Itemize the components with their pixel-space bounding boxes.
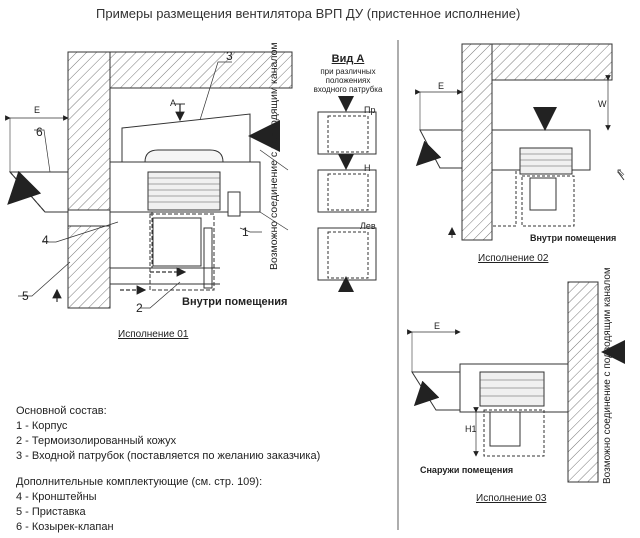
composition-item: 1 - Корпус <box>16 420 68 432</box>
outside-label-03: Снаружи помещения <box>420 465 514 475</box>
cursor-icon: ⇖ <box>616 167 626 179</box>
wall-hatch <box>567 281 599 483</box>
view-a-label-lev: Лев <box>360 221 376 231</box>
view-a-position-pr <box>317 96 377 155</box>
composition-heading: Основной состав: <box>16 405 107 417</box>
dimension-e-01: E <box>34 105 41 115</box>
composition-item: 3 - Входной патрубок (поставляется по же… <box>16 450 321 462</box>
wall-hatch <box>67 51 111 309</box>
inside-label-01: Внутри помещения <box>182 296 288 308</box>
extras-heading: Дополнительные комплектующие (см. стр. 1… <box>16 476 263 488</box>
ceiling-hatch <box>491 43 613 81</box>
section-a-marker: A <box>170 98 177 108</box>
extras-item: 6 - Козырек-клапан <box>16 521 114 533</box>
variant-03-drawing <box>407 281 625 483</box>
view-a-label-pr: Пр <box>364 105 376 115</box>
extras-item: 4 - Кронштейны <box>16 491 97 503</box>
dimension-e-02: E <box>438 81 445 91</box>
callout-4: 4 <box>42 233 49 247</box>
extras-item: 5 - Приставка <box>16 506 86 518</box>
duct-note-03: Возможно соединение с подводящим каналом <box>602 267 613 484</box>
view-a-caption: Вид А при различных положениях входного … <box>311 53 385 94</box>
variant-02-drawing <box>415 43 625 241</box>
variant-02-caption: Исполнение 02 <box>478 253 549 264</box>
wall-hatch <box>461 43 493 241</box>
view-a-subtitle: при различных положениях входного патруб… <box>313 66 383 95</box>
view-a-position-n <box>317 154 377 213</box>
view-a-heading: Вид А <box>331 53 365 65</box>
dimension-w: W <box>598 99 607 109</box>
page-title: Примеры размещения вентилятора ВРП ДУ (п… <box>96 6 521 21</box>
inside-label-02: Внутри помещения <box>530 233 617 243</box>
callout-5: 5 <box>22 289 29 303</box>
dimension-h1: H1 <box>465 424 477 434</box>
duct-note-01: Возможно соединение с подводящим каналом <box>268 42 280 270</box>
view-a-position-lev <box>317 227 377 292</box>
callout-1: 1 <box>242 225 249 239</box>
variant-01-caption: Исполнение 01 <box>118 329 189 340</box>
callout-6: 6 <box>36 125 43 139</box>
variant-03-caption: Исполнение 03 <box>476 493 547 504</box>
dimension-e-03: E <box>434 321 441 331</box>
view-a-drawing <box>317 96 377 292</box>
variant-01-drawing <box>5 51 293 309</box>
ceiling-hatch <box>109 51 293 89</box>
composition-item: 2 - Термоизолированный кожух <box>16 435 177 447</box>
view-a-label-n: Н <box>364 163 371 173</box>
callout-3: 3 <box>226 49 233 63</box>
callout-2: 2 <box>136 301 143 315</box>
